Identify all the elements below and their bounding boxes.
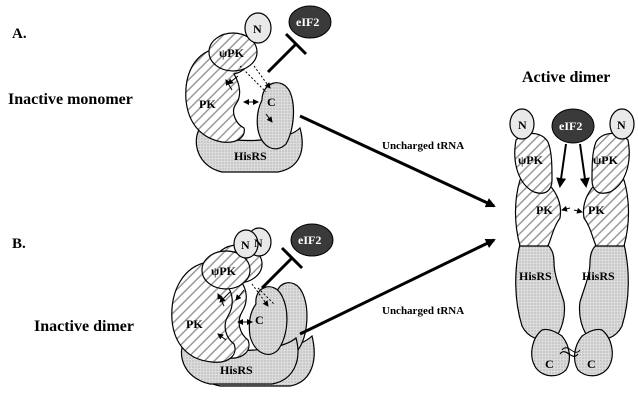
panel-b-label: B. (12, 236, 26, 252)
panel-a-label: A. (12, 26, 27, 42)
pk-label: PK (199, 97, 216, 111)
c-label-right: C (587, 357, 596, 371)
n-label-back: N (254, 236, 263, 250)
inactive-monomer-label: Inactive monomer (8, 91, 133, 108)
psi-pk-domain (208, 32, 258, 72)
c-label: C (267, 95, 276, 109)
n-domain (244, 12, 272, 44)
c-domain-right (573, 328, 613, 377)
pk-label: PK (186, 317, 203, 331)
psi-pk-domain (201, 250, 251, 290)
n-domain-left (509, 108, 535, 140)
n-label-left: N (518, 118, 527, 132)
psi-pk-label-right: ψPK (593, 153, 619, 167)
n-domain-right (609, 108, 635, 140)
arrow-bottom (299, 238, 496, 336)
hisrs-domain-left (515, 243, 566, 342)
n-label: N (241, 238, 250, 252)
hisrs-label-left: HisRS (519, 269, 552, 283)
inactive-dimer-label: Inactive dimer (34, 318, 134, 335)
hisrs-label: HisRS (220, 363, 253, 377)
active-dimer-label: Active dimer (522, 69, 610, 86)
hisrs-label-right: HisRS (582, 269, 615, 283)
psi-pk-label: ψPK (211, 264, 237, 278)
eif2-a (288, 5, 332, 39)
psi-pk-domain-left (514, 132, 553, 194)
uncharged-trna-top-label: Uncharged tRNA (382, 140, 464, 152)
eif2-a-label: eIF2 (296, 15, 319, 29)
c-domain (256, 82, 295, 150)
c-domain-left (531, 328, 571, 377)
eif2-inhibitor-b: eIF2 (260, 223, 334, 290)
uncharged-trna-bottom-label: Uncharged tRNA (382, 305, 464, 317)
eif2-b-label: eIF2 (298, 233, 321, 247)
pk-label-left: PK (536, 203, 553, 217)
n-domain (233, 229, 259, 259)
active-dimer: eIF2 N N ψPK ψPK PK PK HisRS HisRS C C (509, 108, 635, 377)
n-label-right: N (617, 118, 626, 132)
hisrs-label: HisRS (234, 149, 267, 163)
arrow-top (299, 114, 496, 208)
eif2-b (290, 223, 334, 257)
psi-pk-label: ψPK (219, 46, 245, 60)
inactive-dimer: N N ψPK PK C HisRS (171, 227, 315, 387)
pk-label-right: PK (588, 203, 605, 217)
inactive-monomer: N ψPK PK C HisRS (185, 12, 303, 173)
eif2-active-label: eIF2 (559, 119, 582, 133)
n-label: N (253, 22, 262, 36)
transition-arrows: Uncharged tRNA Uncharged tRNA (299, 114, 496, 336)
eif2-inhibitor-a: eIF2 (266, 5, 332, 74)
hisrs-domain-right (578, 243, 629, 342)
c-label-left: C (545, 357, 554, 371)
eif2-active (551, 108, 595, 144)
psi-pk-domain-right (591, 132, 630, 194)
c-label: C (255, 313, 264, 327)
psi-pk-label-left: ψPK (518, 153, 544, 167)
